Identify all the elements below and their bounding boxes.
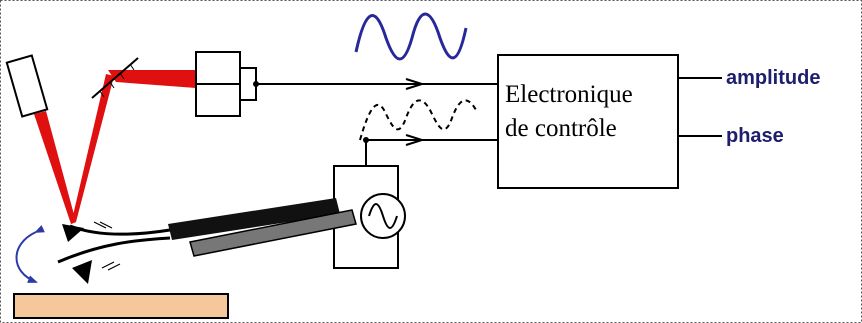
electronics-label-line2: de contrôle: [505, 115, 617, 142]
junction-dot: [363, 137, 369, 143]
ac-source-icon: [360, 193, 406, 239]
reference-signal-wave: [359, 99, 477, 141]
motion-arrow-icon: [101, 261, 121, 271]
tip-lower-position: [72, 260, 92, 284]
oscillator-reference-line: [365, 139, 498, 166]
laser-beam: [34, 70, 196, 224]
amplitude-output-label: amplitude: [726, 67, 820, 89]
tip-upper-position: [62, 224, 84, 242]
phase-output-label: phase: [726, 125, 784, 147]
signal-arrow-icon: [405, 78, 426, 90]
laser-source: [5, 54, 49, 118]
photodetector: [195, 51, 259, 117]
oscillation-arrow-icon: [15, 225, 45, 283]
sample-surface: [13, 293, 229, 319]
reference-arrow-icon: [405, 134, 426, 146]
piezo-holder: [168, 198, 357, 257]
electronics-box: [497, 54, 679, 189]
electronics-label-line1: Electronique: [505, 81, 633, 108]
motion-arrow-icon: [93, 221, 113, 229]
mirror-hatching: [99, 63, 135, 98]
measured-signal-wave: [354, 12, 468, 61]
